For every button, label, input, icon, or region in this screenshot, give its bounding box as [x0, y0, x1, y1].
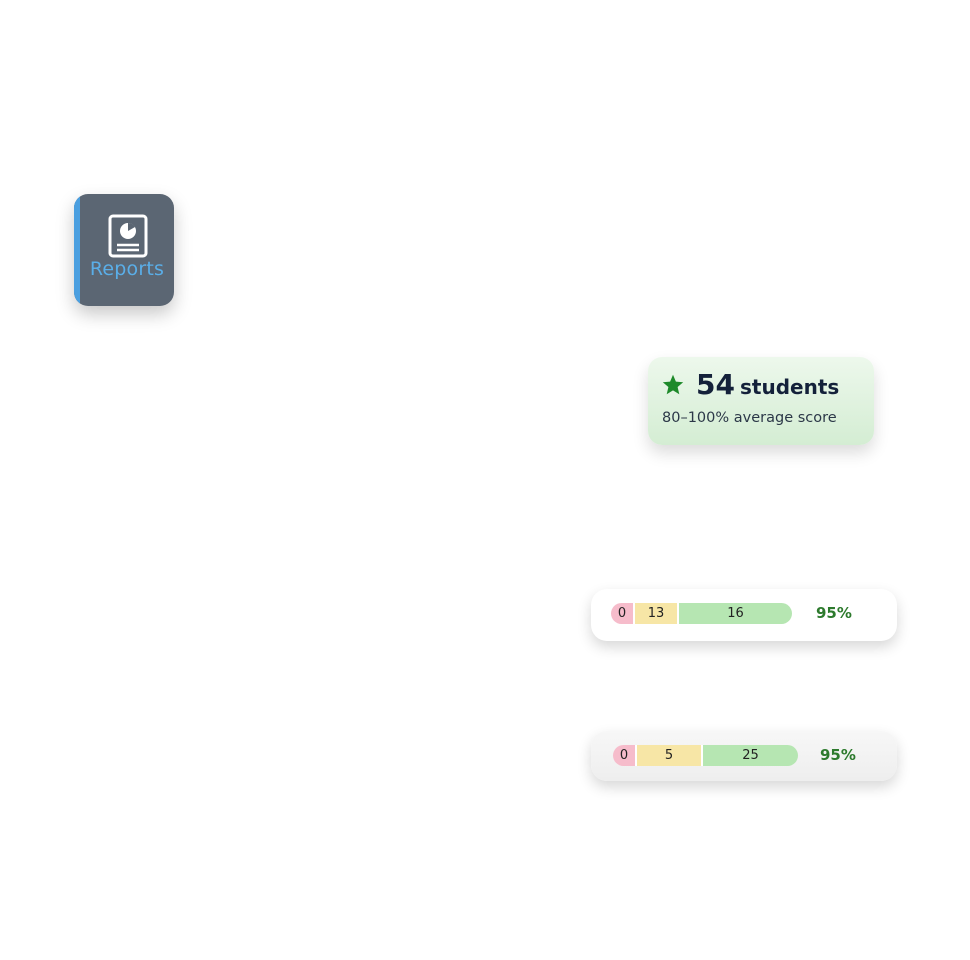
score-range-label: 80–100% average score [662, 410, 837, 426]
students-summary-card: 54 students 80–100% average score [648, 357, 874, 445]
distribution-bar: 0 13 16 [611, 603, 792, 624]
student-count: 54 [696, 368, 735, 401]
score-distribution-row[interactable]: 0 5 25 95% [591, 731, 897, 781]
average-percent: 95% [820, 746, 856, 764]
reports-label: Reports [89, 258, 165, 280]
low-score-segment: 0 [613, 745, 635, 766]
high-score-segment: 16 [677, 603, 792, 624]
high-score-segment: 25 [701, 745, 798, 766]
average-percent: 95% [816, 604, 852, 622]
report-document-icon [108, 214, 148, 258]
mid-score-segment: 5 [635, 745, 701, 766]
star-icon [662, 374, 684, 395]
distribution-bar: 0 5 25 [613, 745, 798, 766]
low-score-segment: 0 [611, 603, 633, 624]
reports-nav-button[interactable]: Reports [74, 194, 174, 306]
mid-score-segment: 13 [633, 603, 677, 624]
active-indicator [74, 194, 80, 306]
student-count-unit: students [740, 375, 840, 399]
score-distribution-row[interactable]: 0 13 16 95% [591, 589, 897, 641]
